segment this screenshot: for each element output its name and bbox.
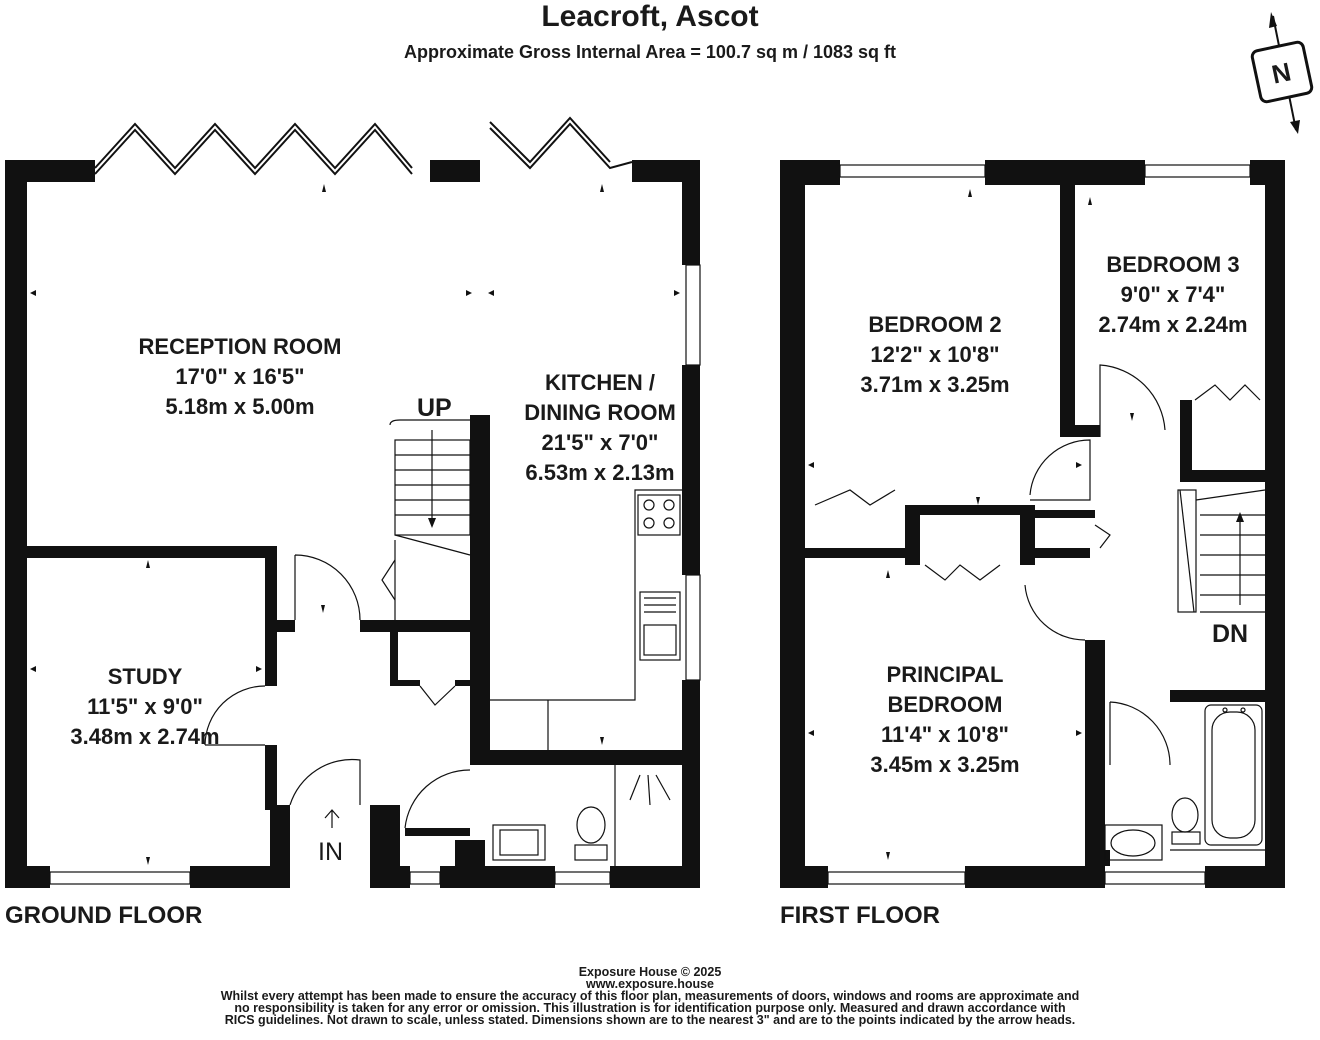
plan-title: Leacroft, Ascot — [541, 0, 759, 33]
bedroom3-label: BEDROOM 3 9'0" x 7'4" 2.74m x 2.24m — [1078, 250, 1268, 340]
bedroom2-name: BEDROOM 2 — [868, 312, 1002, 337]
entrance-arrow-icon — [324, 809, 340, 828]
first-floor-walls — [780, 160, 1285, 888]
first-floor-windows — [827, 164, 1251, 885]
kitchen-name-line1: KITCHEN / — [545, 370, 655, 395]
kitchen-dining-label: KITCHEN / DINING ROOM 21'5" x 7'0" 6.53m… — [500, 368, 700, 488]
ground-floor-doors — [204, 554, 471, 829]
footer-line4: no responsibility is taken for any error… — [234, 1001, 1066, 1015]
study-imperial: 11'5" x 9'0" — [87, 694, 203, 719]
footer-website: www.exposure.house — [585, 977, 715, 991]
bedroom2-metric: 3.71m x 3.25m — [860, 372, 1010, 397]
stairs-up-label: UP — [417, 394, 452, 422]
bedroom3-metric: 2.74m x 2.24m — [1098, 312, 1248, 337]
footer-line5: RICS guidelines. Not drawn to scale, unl… — [224, 1013, 1076, 1027]
kitchen-imperial: 21'5" x 7'0" — [541, 430, 659, 455]
reception-room-metric: 5.18m x 5.00m — [165, 394, 315, 419]
principal-name-line1: PRINCIPAL — [886, 662, 1004, 687]
kitchen-metric: 6.53m x 2.13m — [525, 460, 675, 485]
cloakroom-fittings — [492, 765, 671, 866]
first-floor-label: FIRST FLOOR — [780, 902, 940, 929]
bathroom-fittings — [1104, 704, 1265, 861]
study-label: STUDY 11'5" x 9'0" 3.48m x 2.74m — [50, 662, 240, 752]
entrance-label: IN — [318, 838, 343, 866]
dimension-markers — [30, 184, 1134, 865]
ground-floor-label: GROUND FLOOR — [5, 902, 203, 929]
footer-disclaimer: Exposure House © 2025 www.exposure.house… — [0, 965, 1300, 1027]
study-metric: 3.48m x 2.74m — [70, 724, 220, 749]
ground-floor-windows — [49, 264, 701, 885]
principal-imperial: 11'4" x 10'8" — [881, 722, 1009, 747]
first-floor-doors — [814, 364, 1261, 766]
bedroom2-label: BEDROOM 2 12'2" x 10'8" 3.71m x 3.25m — [840, 310, 1030, 400]
bedroom2-imperial: 12'2" x 10'8" — [870, 342, 1000, 367]
ground-floor-walls — [5, 160, 700, 888]
footer-copyright: Exposure House © 2025 — [578, 965, 722, 979]
stairs-down-label: DN — [1212, 620, 1249, 648]
first-floor-stairs — [1177, 489, 1266, 613]
reception-room-label: RECEPTION ROOM 17'0" x 16'5" 5.18m x 5.0… — [110, 332, 370, 422]
principal-name-line2: BEDROOM — [887, 692, 1003, 717]
principal-metric: 3.45m x 3.25m — [870, 752, 1020, 777]
ground-floor-stairs — [389, 419, 471, 620]
bedroom3-imperial: 9'0" x 7'4" — [1120, 282, 1226, 307]
reception-room-name: RECEPTION ROOM — [138, 334, 342, 359]
compass-icon — [1250, 12, 1314, 134]
kitchen-fittings — [490, 489, 682, 750]
bifold-doors — [94, 116, 633, 176]
principal-bedroom-label: PRINCIPAL BEDROOM 11'4" x 10'8" 3.45m x … — [850, 660, 1040, 780]
bedroom3-name: BEDROOM 3 — [1106, 252, 1240, 277]
reception-room-imperial: 17'0" x 16'5" — [175, 364, 305, 389]
footer-line3: Whilst every attempt has been made to en… — [220, 989, 1080, 1003]
area-summary: Approximate Gross Internal Area = 100.7 … — [403, 42, 897, 62]
study-name: STUDY — [107, 664, 183, 689]
kitchen-name-line2: DINING ROOM — [524, 400, 676, 425]
